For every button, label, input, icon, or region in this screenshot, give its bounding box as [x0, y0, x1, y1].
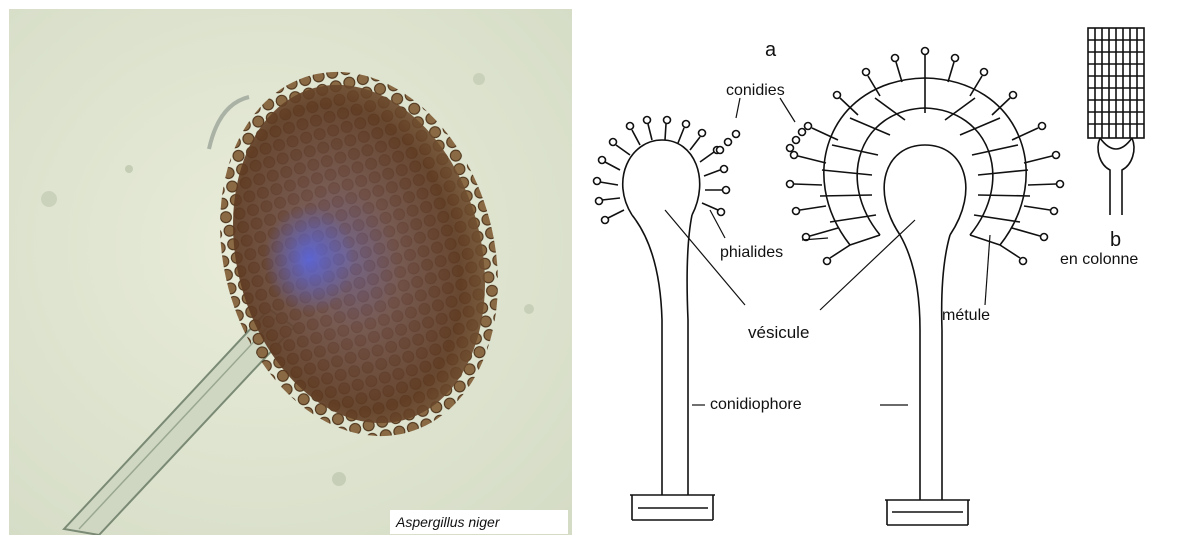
metules — [820, 78, 1030, 245]
large-vesicle — [884, 145, 966, 235]
label-b: b — [1110, 230, 1121, 250]
photo-caption: Aspergillus niger — [390, 510, 568, 534]
label-a: a — [765, 40, 776, 60]
conidiophore-drawing — [580, 0, 1194, 538]
label-en-colonne: en colonne — [1060, 252, 1138, 268]
label-phialides: phialides — [720, 245, 783, 261]
label-conidiophore: conidiophore — [710, 397, 802, 413]
aspergillus-micrograph-image — [9, 9, 572, 535]
label-metule: métule — [942, 308, 990, 324]
large-conidiophore-stalk — [900, 235, 920, 500]
column-head — [1088, 28, 1144, 215]
small-vesicle — [623, 140, 700, 215]
small-conidiophore-stalk — [632, 215, 662, 495]
label-vesicule: vésicule — [748, 324, 809, 341]
micrograph-photo — [9, 9, 572, 535]
metule-ring — [857, 108, 993, 235]
conidiophore-diagram: a conidies phialides vésicule métule con… — [580, 0, 1194, 538]
small-conidia — [594, 117, 740, 224]
label-conidies: conidies — [726, 83, 785, 99]
small-phialides — [600, 124, 722, 218]
